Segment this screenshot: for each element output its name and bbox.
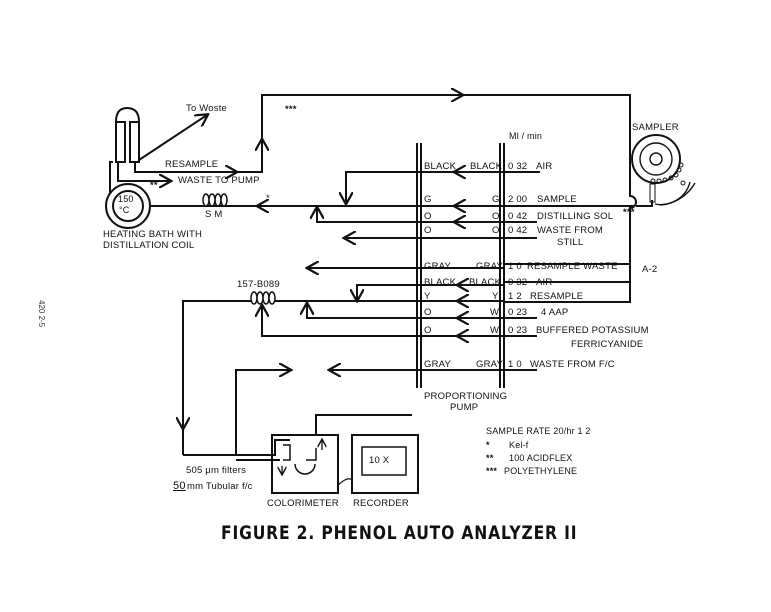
- label-ml-min: Ml / min: [509, 131, 543, 141]
- label-waste-to-pump: WASTE TO PUMP: [178, 175, 260, 186]
- bath-temp-unit: °C: [119, 205, 130, 215]
- bath-caption-2: DISTILLATION COIL: [103, 240, 195, 251]
- label-sm: S M: [205, 209, 223, 220]
- label-resample: RESAMPLE: [165, 159, 219, 170]
- label-to-waste: To Woste: [186, 103, 228, 114]
- recorder: [351, 434, 419, 494]
- sm-coil: [202, 193, 228, 207]
- bath-caption-1: HEATING BATH WITH: [103, 229, 203, 240]
- star-kelf: *: [266, 193, 270, 204]
- pump-label-2: PUMP: [450, 402, 479, 413]
- star-polyethylene-top: ***: [285, 104, 297, 115]
- star-acidflex: **: [150, 180, 158, 191]
- sample-rate: SAMPLE RATE 20/hr 1 2: [486, 426, 591, 436]
- distillation-column: [115, 106, 140, 163]
- colorimeter: [271, 434, 339, 494]
- margin-note: 420 2-5: [37, 300, 46, 328]
- figure-title: FIGURE 2. PHENOL AUTO ANALYZER II: [221, 522, 578, 544]
- label-a2: A-2: [642, 264, 658, 275]
- label-mixing-coil: 157-B089: [237, 279, 280, 290]
- label-tubular-num: 50: [173, 480, 186, 492]
- recorder-display: 10 X: [369, 455, 390, 466]
- star-polyethylene-sampler: ***: [623, 207, 635, 218]
- label-filters: 505 μm filters: [186, 465, 247, 476]
- label-recorder: RECORDER: [353, 498, 409, 509]
- bath-temp-value: 150: [118, 194, 134, 204]
- pump-label-1: PROPORTIONING: [424, 391, 508, 402]
- label-sampler: SAMPLER: [632, 122, 679, 133]
- sampler: [631, 134, 696, 206]
- mixing-coil: [250, 291, 276, 305]
- label-colorimeter: COLORIMETER: [267, 498, 339, 509]
- label-tubular: mm Tubular f/c: [187, 481, 253, 492]
